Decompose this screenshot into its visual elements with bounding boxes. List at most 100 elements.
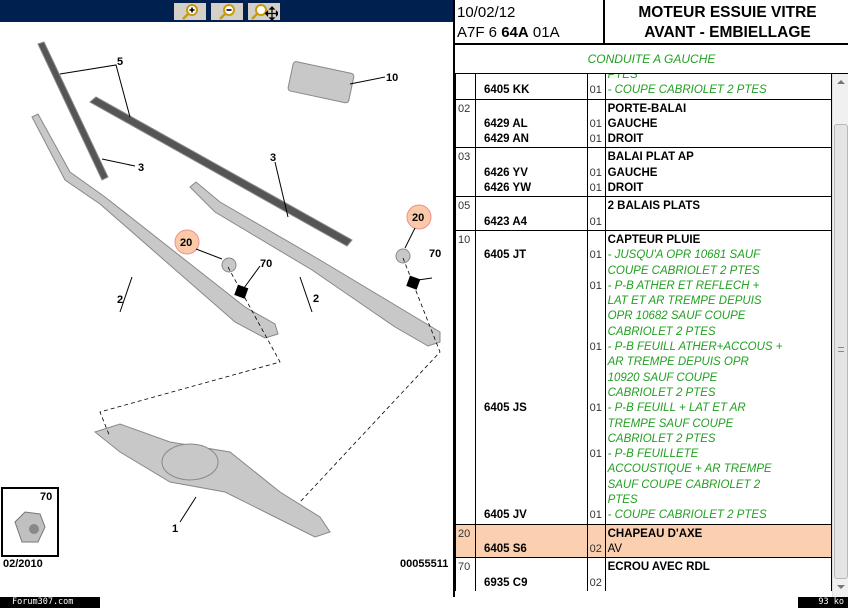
- part-ref: [474, 447, 588, 509]
- part-ref: 6405 JT: [474, 248, 588, 279]
- table-row[interactable]: 01- P-B FEUILLETE ACCOUSTIQUE + AR TREMP…: [456, 447, 832, 509]
- code-prefix: A7F 6: [457, 24, 502, 41]
- part-ref: 6405 JV: [474, 508, 588, 525]
- inset-label: 70: [40, 491, 52, 503]
- page-title: MOTEUR ESSUIE VITRE AVANT - EMBIELLAGE: [607, 0, 848, 43]
- wiper-blade-left: [37, 41, 109, 181]
- callout-3: 3: [270, 152, 276, 164]
- group-index: 03: [455, 147, 476, 197]
- table-row-group[interactable]: PTES: [455, 74, 832, 100]
- part-ref: 6405 JS: [474, 401, 588, 448]
- part-qty-text: 01: [589, 84, 602, 97]
- group-index-text: 70: [458, 561, 471, 574]
- part-qty-text: 01: [589, 279, 602, 292]
- part-desc-text: - COUPE CABRIOLET 2 PTES: [607, 509, 767, 522]
- group-index: 10: [455, 229, 476, 525]
- part-ref: [474, 278, 588, 341]
- nut-70-right: [406, 275, 421, 290]
- part-qty-text: 01: [589, 182, 602, 195]
- part-qty-text: 02: [589, 576, 602, 589]
- table-row-group[interactable]: 03 BALAI PLAT AP: [455, 147, 832, 197]
- group-index-text: 10: [458, 233, 471, 246]
- callout-70: 70: [260, 258, 272, 270]
- part-ref: 6405 KK: [474, 83, 588, 100]
- part-ref-text: 6405 S6: [483, 542, 527, 555]
- part-ref: 6423 A4: [474, 214, 588, 231]
- table-row-group[interactable]: 70 ECROU AVEC RDL: [455, 557, 832, 591]
- group-title: CAPTEUR PLUIE: [604, 229, 832, 249]
- scroll-up-arrow-icon[interactable]: [837, 80, 845, 84]
- part-desc: [604, 214, 832, 231]
- part-ref: 6405 S6: [474, 541, 588, 558]
- callout-2: 2: [313, 293, 319, 305]
- part-qty: 01: [586, 447, 606, 509]
- part-qty: 01: [586, 214, 606, 231]
- part-ref: [474, 147, 588, 166]
- header-info: 10/02/12 A7F 6 64A 01A: [455, 0, 605, 43]
- group-title-text: PORTE-BALAI: [607, 102, 687, 115]
- part-desc-text: GAUCHE: [607, 166, 658, 179]
- condition-banner: CONDUITE A GAUCHE: [455, 45, 848, 74]
- part-ref: 6429 AN: [474, 132, 588, 148]
- part-qty-text: 02: [589, 542, 602, 555]
- zoom-in-button[interactable]: [173, 3, 206, 20]
- callout-70: 70: [429, 248, 441, 260]
- part-qty: 02: [586, 575, 606, 591]
- part-qty-text: 01: [589, 133, 602, 146]
- part-desc-text: - COUPE CABRIOLET 2 PTES: [607, 84, 767, 97]
- vertical-scrollbar[interactable]: [832, 74, 848, 597]
- group-index: 05: [455, 196, 476, 231]
- panel-divider: [453, 0, 455, 597]
- table-row[interactable]: 01- P-B ATHER ET REFLECH + LAT ET AR TRE…: [456, 278, 832, 341]
- scrollbar-thumb[interactable]: [834, 124, 848, 579]
- axle-cap-left: [221, 257, 237, 273]
- table-row[interactable]: 01- P-B FEUILL ATHER+ACCOUS + AR TREMPE …: [456, 340, 832, 402]
- part-qty: [586, 147, 606, 166]
- group-title: ECROU AVEC RDL: [604, 557, 832, 576]
- group-index: 20: [455, 523, 476, 558]
- part-qty: [586, 74, 606, 84]
- part-ref-text: 6405 JS: [483, 402, 527, 415]
- part-desc: PTES: [604, 74, 832, 84]
- group-title-text: CHAPEAU D'AXE: [607, 527, 703, 540]
- parts-panel: 10/02/12 A7F 6 64A 01A MOTEUR ESSUIE VIT…: [455, 0, 848, 597]
- part-qty-text: 01: [589, 509, 602, 522]
- table-row-group[interactable]: 20 CHAPEAU D'AXE: [455, 523, 832, 558]
- status-bar: Forum307.com 93 ko: [0, 597, 848, 608]
- callout-20: 20: [180, 237, 192, 249]
- part-desc: - P-B FEUILL ATHER+ACCOUS + AR TREMPE DE…: [604, 340, 832, 402]
- group-title: CHAPEAU D'AXE: [604, 523, 832, 542]
- part-desc: - P-B FEUILLETE ACCOUSTIQUE + AR TREMPE …: [604, 447, 832, 509]
- group-title: BALAI PLAT AP: [604, 147, 832, 166]
- diagram-date: 02/2010: [3, 558, 43, 570]
- part-ref: 6935 C9: [474, 575, 588, 591]
- part-ref-text: 6429 AL: [483, 117, 528, 130]
- zoom-out-button[interactable]: [210, 3, 243, 20]
- scroll-down-arrow-icon[interactable]: [837, 585, 845, 589]
- title-line-1: MOTEUR ESSUIE VITRE: [638, 4, 817, 21]
- parts-header: 10/02/12 A7F 6 64A 01A MOTEUR ESSUIE VIT…: [455, 0, 848, 45]
- group-index-text: 05: [458, 200, 471, 213]
- part-qty: 01: [586, 165, 606, 182]
- part-desc-text: - P-B FEUILLETE ACCOUSTIQUE + AR TREMPE …: [607, 448, 772, 507]
- table-row-group[interactable]: 10 CAPTEUR PLUIE: [455, 229, 832, 525]
- zoom-pan-button[interactable]: [247, 3, 280, 20]
- group-title-text: CAPTEUR PLUIE: [607, 233, 701, 246]
- callout-highlight-20-right: [406, 204, 432, 230]
- part-ref: [474, 523, 588, 542]
- wiper-motor-linkage: [93, 423, 331, 538]
